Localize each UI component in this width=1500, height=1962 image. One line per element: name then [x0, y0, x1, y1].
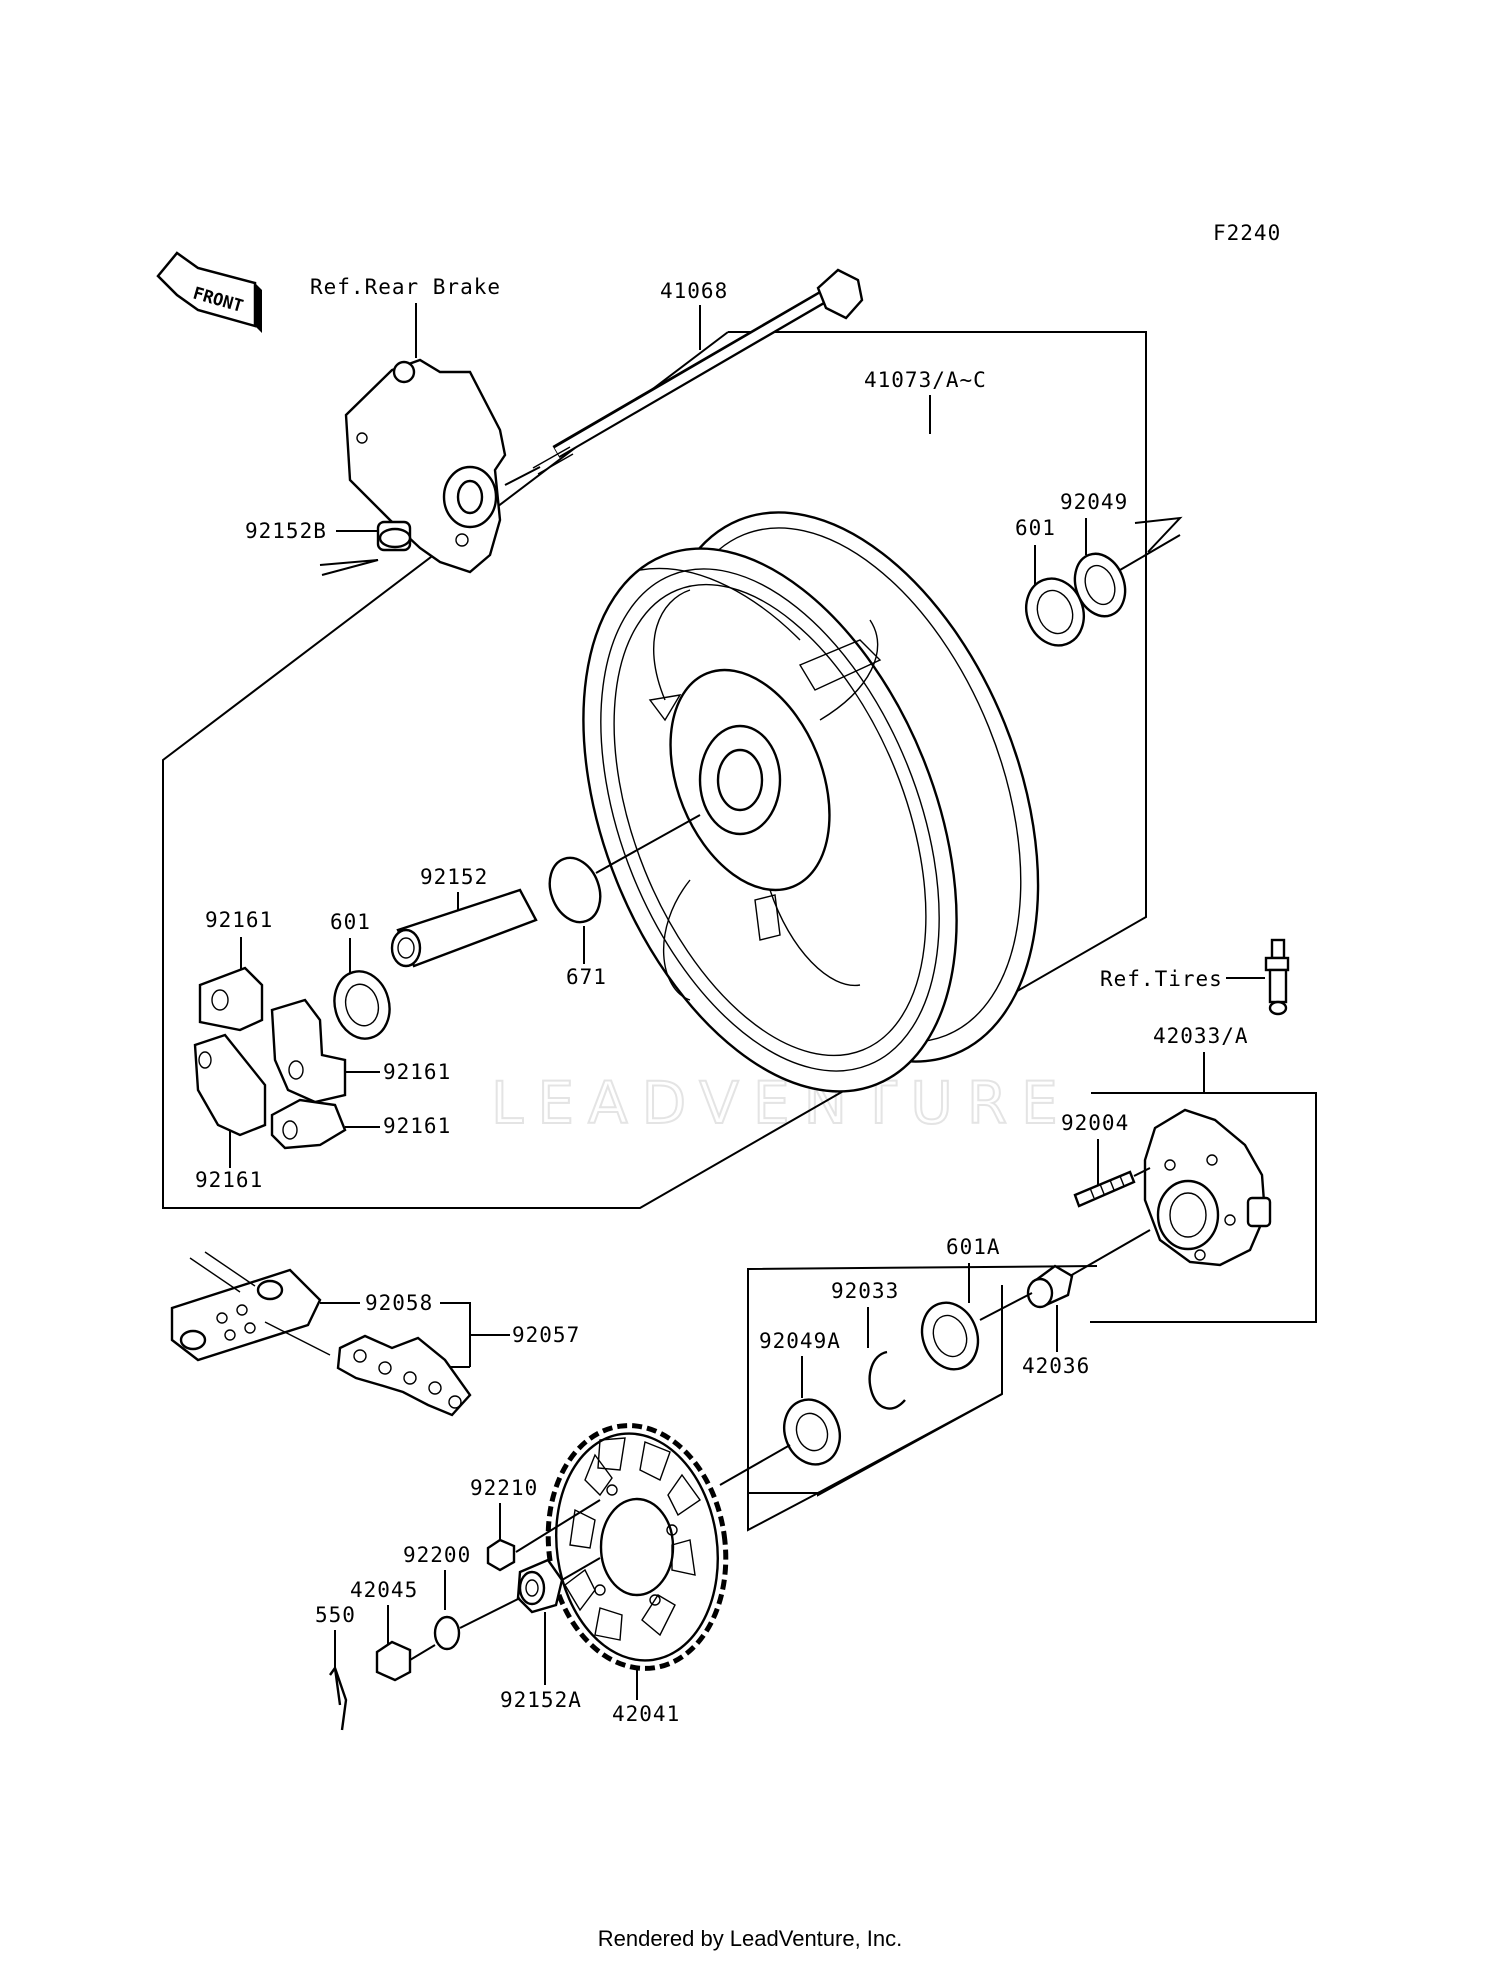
collar-42036 — [1026, 1264, 1074, 1309]
label-92161-a: 92161 — [205, 908, 273, 932]
brake-caliper-bracket — [344, 358, 507, 574]
label-ref-rear-brake: Ref.Rear Brake — [310, 275, 501, 299]
label-92161-d: 92161 — [195, 1168, 263, 1192]
washer-92200 — [433, 1615, 461, 1651]
castle-nut-42045 — [375, 1640, 412, 1682]
bearing-group-bottom — [748, 1393, 1003, 1494]
bearing-601-right — [1025, 577, 1085, 647]
label-92210: 92210 — [470, 1476, 538, 1500]
front-arrow-icon: FRONT — [156, 251, 262, 333]
rear-wheel-41073 — [582, 511, 1040, 1093]
wheel-group-outline — [162, 331, 1147, 1209]
label-601-left: 601 — [330, 910, 371, 934]
rear-axle-41068 — [532, 268, 864, 475]
circlip-92033 — [868, 1350, 906, 1410]
label-92152: 92152 — [420, 865, 488, 889]
label-92152A: 92152A — [500, 1688, 582, 1712]
rubber-damper-92161-a — [198, 966, 264, 1032]
rubber-damper-92161-c — [193, 1033, 267, 1137]
o-ring-671 — [548, 856, 602, 924]
label-601-top: 601 — [1015, 516, 1056, 540]
collar-92152 — [390, 888, 538, 968]
label-42041: 42041 — [612, 1702, 680, 1726]
label-550: 550 — [315, 1603, 356, 1627]
label-601A: 601A — [946, 1235, 1001, 1259]
label-ref-tires: Ref.Tires — [1100, 967, 1223, 991]
nut-92210 — [486, 1538, 516, 1572]
diagram-code: F2240 — [1213, 221, 1281, 245]
label-42036: 42036 — [1022, 1354, 1090, 1378]
label-92161-b: 92161 — [383, 1060, 451, 1084]
rubber-damper-92161-b — [270, 998, 347, 1104]
coupling-hub-42033 — [1143, 1108, 1272, 1267]
label-42045: 42045 — [350, 1578, 418, 1602]
stud-92004 — [1073, 1170, 1136, 1208]
bearing-601-left — [333, 970, 391, 1040]
label-92058: 92058 — [365, 1291, 433, 1315]
label-92033: 92033 — [831, 1279, 899, 1303]
label-92049: 92049 — [1060, 490, 1128, 514]
label-92152B: 92152B — [245, 519, 327, 543]
watermark-text: LEADVENTURE — [491, 1069, 1072, 1137]
oil-seal-92049A — [783, 1398, 841, 1466]
label-92161-c: 92161 — [383, 1114, 451, 1138]
tire-valve-icon — [1264, 938, 1290, 1016]
collar-92152A — [516, 1558, 564, 1614]
rubber-damper-92161-d — [270, 1098, 347, 1150]
label-92057: 92057 — [512, 1323, 580, 1347]
label-92200: 92200 — [403, 1543, 471, 1567]
footer-credit: Rendered by LeadVenture, Inc. — [597, 1926, 903, 1951]
chain-master-link-92058 — [170, 1251, 331, 1362]
oil-seal-92049 — [1073, 552, 1127, 618]
collar-92152B — [376, 520, 412, 552]
label-92049A: 92049A — [759, 1329, 841, 1353]
label-671: 671 — [566, 965, 607, 989]
label-41073: 41073/A~C — [864, 368, 987, 392]
label-41068: 41068 — [660, 279, 728, 303]
label-92004: 92004 — [1061, 1111, 1129, 1135]
bearing-601A — [920, 1301, 980, 1371]
cotter-pin-550 — [329, 1665, 348, 1731]
label-42033: 42033/A — [1153, 1024, 1249, 1048]
drive-chain-92057 — [336, 1334, 472, 1417]
rear-sprocket-42041 — [545, 1423, 729, 1671]
